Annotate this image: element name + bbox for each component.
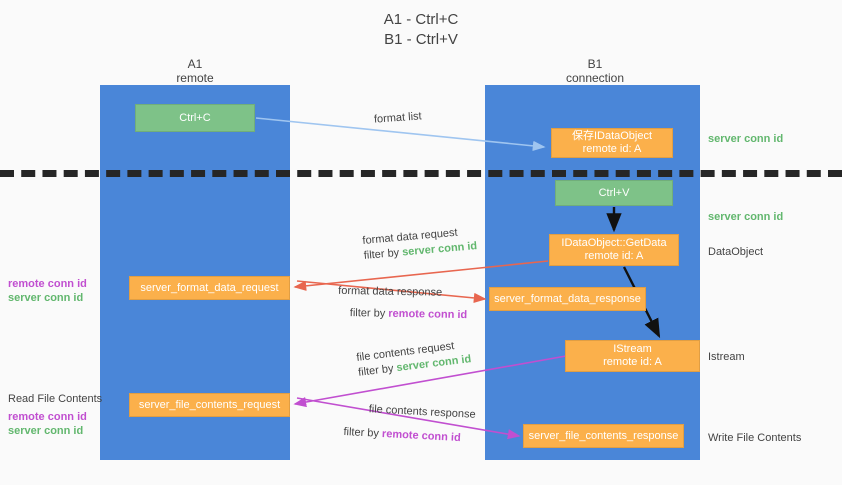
annotation-group-conn-ids-1: remote conn id server conn id [8, 277, 87, 305]
column-b1-title: B1 [587, 57, 603, 71]
edge-label-format-data-response-line1: format data response [338, 284, 443, 299]
edge-label-format-data-response-line2: filter by remote conn id [350, 306, 468, 323]
arrow-format-list [255, 117, 546, 151]
annotation-read-file-contents: Read File Contents [8, 393, 103, 405]
annotation-write-file-contents: Write File Contents [708, 432, 802, 444]
filter-prefix: filter by [349, 307, 389, 320]
annotation-group-conn-ids-2: remote conn id server conn id [8, 410, 87, 438]
edge-label-format-data-response: format data response filter by remote co… [338, 284, 468, 323]
annotation-istream: Istream [708, 351, 745, 363]
annotation-server-conn-id-4: server conn id [8, 425, 84, 437]
box-save-idataobject[interactable]: 保存IDataObject remote id: A [551, 128, 673, 158]
phase-separator [0, 170, 842, 177]
annotation-dataobject: DataObject [708, 246, 764, 258]
filter-value-remote-conn-id: remote conn id [388, 307, 468, 322]
annotation-remote-conn-id-2: remote conn id [8, 411, 87, 423]
column-b1-subtitle: connection [565, 71, 625, 85]
box-ctrl-v[interactable]: Ctrl+V [555, 180, 673, 206]
page-title: A1 - Ctrl+C B1 - Ctrl+V [383, 11, 459, 48]
filter-prefix: filter by [343, 425, 383, 440]
edge-label-file-contents-response: file contents response filter by remote … [343, 402, 476, 447]
arrow-format-data-request [293, 260, 549, 291]
annotation-server-conn-id-1: server conn id [708, 133, 784, 145]
arrow-file-contents-response [296, 397, 521, 440]
arrow-format-data-response [296, 280, 487, 304]
column-a1-subtitle: remote [176, 71, 214, 85]
annotation-server-conn-id-2: server conn id [708, 211, 784, 223]
annotation-remote-conn-id-1: remote conn id [8, 278, 87, 290]
box-server-file-contents-response[interactable]: server_file_contents_response [523, 424, 684, 448]
filter-value-remote-conn-id: remote conn id [381, 427, 462, 445]
box-ctrl-c[interactable]: Ctrl+C [135, 104, 255, 132]
box-server-format-data-request[interactable]: server_format_data_request [129, 276, 290, 300]
filter-prefix: filter by [363, 246, 403, 262]
box-idataobject-getdata[interactable]: IDataObject::GetData remote id: A [549, 234, 679, 266]
box-server-format-data-response[interactable]: server_format_data_response [489, 287, 646, 311]
annotation-server-conn-id-3: server conn id [8, 292, 84, 304]
edge-label-format-list-text: format list [373, 110, 423, 126]
arrow-file-contents-request [293, 355, 567, 408]
filter-prefix: filter by [357, 362, 398, 379]
box-server-file-contents-request[interactable]: server_file_contents_request [129, 393, 290, 417]
box-istream[interactable]: IStream remote id: A [565, 340, 700, 372]
column-a1-title: A1 [187, 57, 203, 71]
